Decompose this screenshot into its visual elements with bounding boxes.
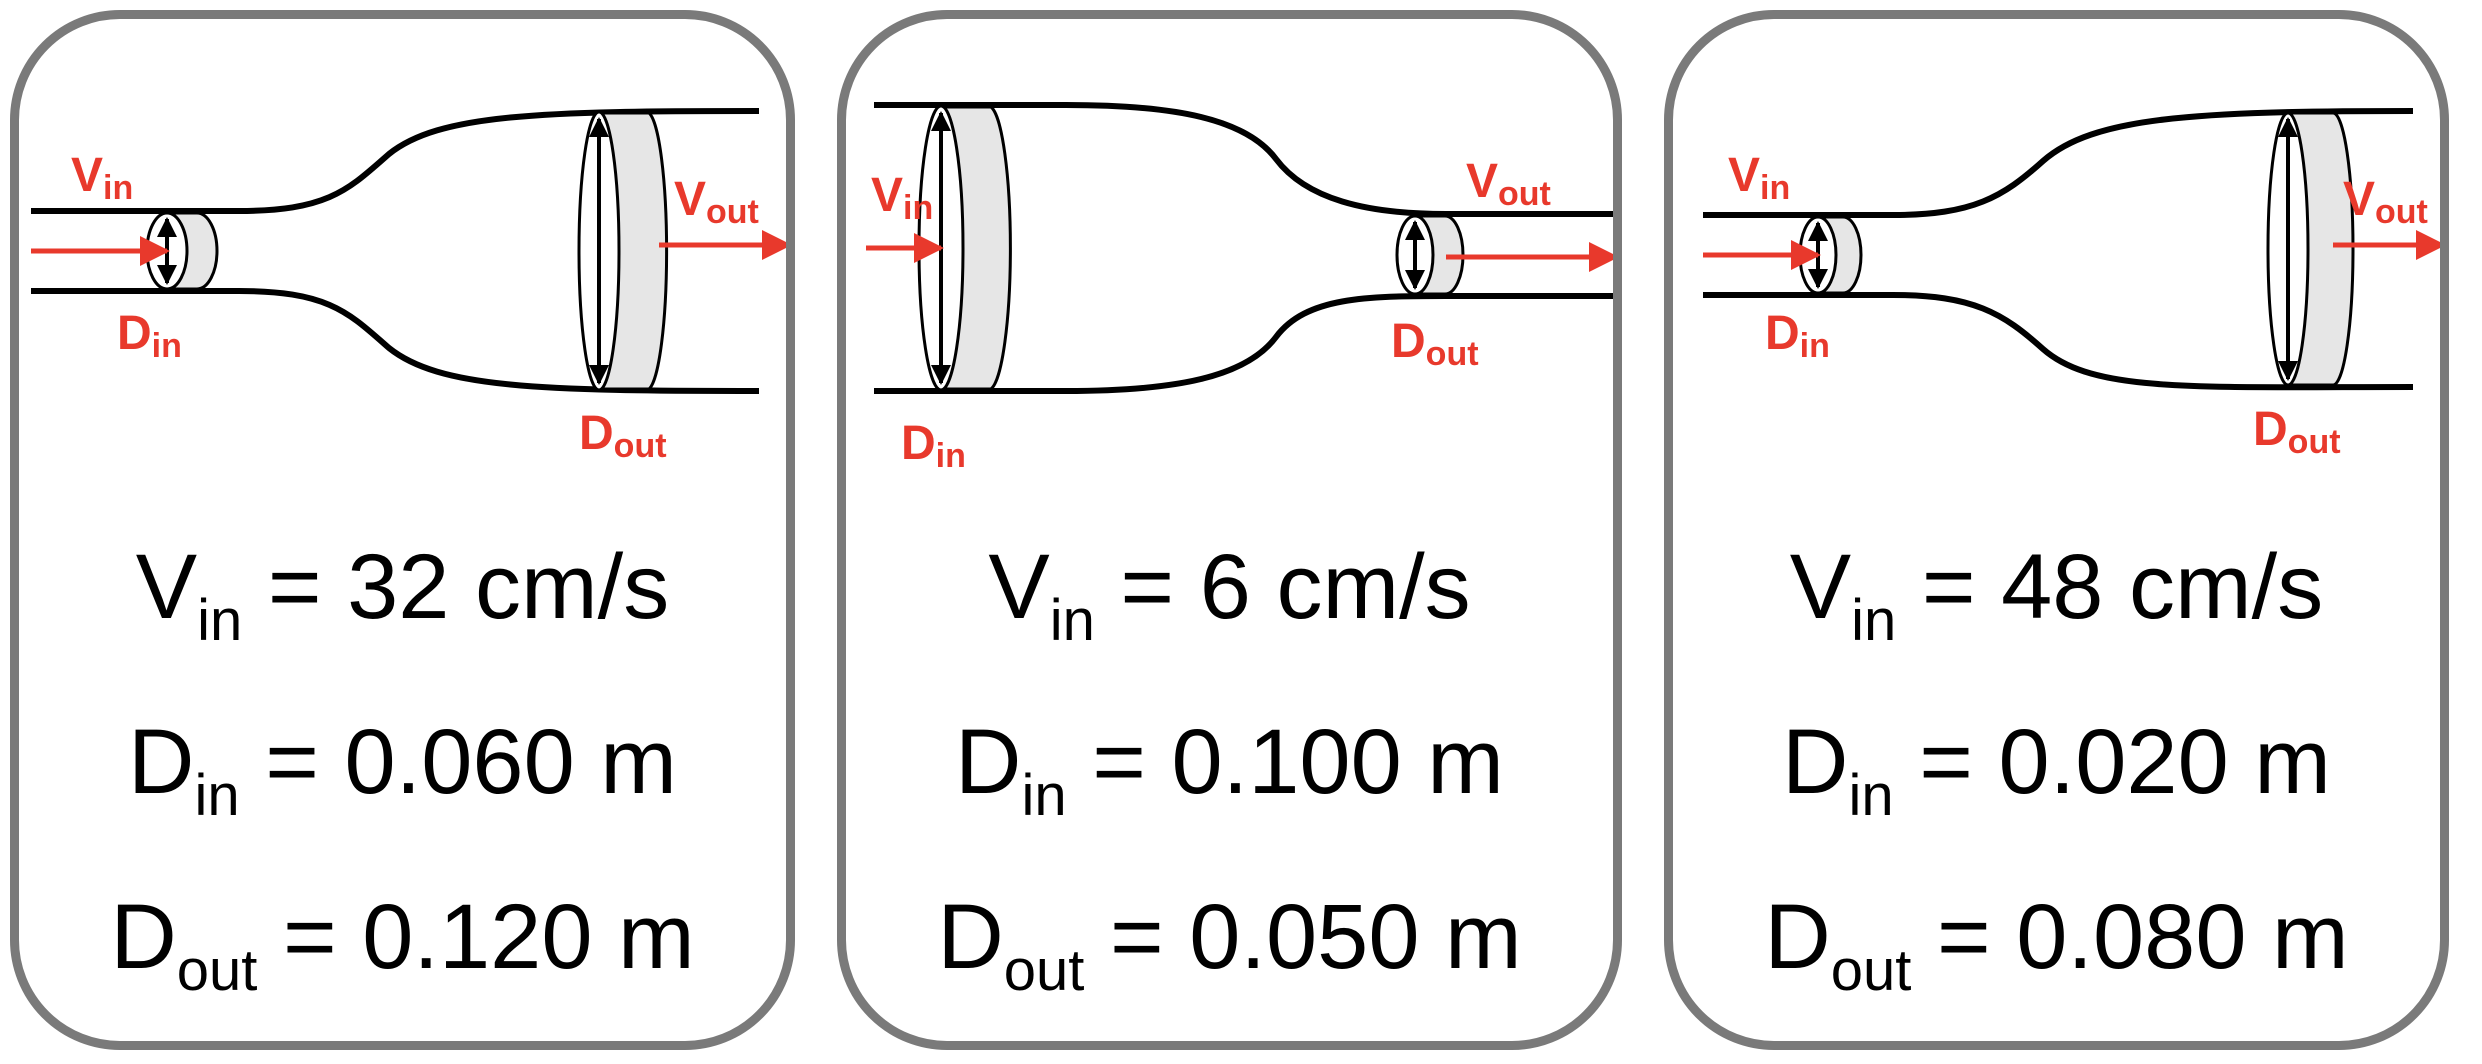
outlet-cross-section (577, 110, 669, 392)
v-out-label: Vout (674, 173, 759, 231)
v-out-label: Vout (2343, 173, 2428, 231)
d-out-equation: Dout = 0.080 m (1764, 886, 2349, 1003)
pipe-diagram: Vin Din Vout Dout (866, 102, 1613, 475)
panel-2: Vin Din Vout Dout Vin = 6 cm/s Din = 0.1… (837, 10, 1622, 1050)
pipe-diagram: Vin Din Vout Dout (31, 108, 786, 465)
d-out-label: Dout (579, 407, 667, 465)
d-out-equation: Dout = 0.050 m (937, 886, 1522, 1003)
v-in-equation: Vin = 32 cm/s (135, 536, 670, 653)
d-out-equation: Dout = 0.120 m (110, 886, 695, 1003)
d-out-label: Dout (2253, 403, 2341, 461)
panel-1: Vin Din Vout Dout Vin = 32 cm/s Din = 0.… (10, 10, 795, 1050)
inlet-cross-section (145, 211, 219, 291)
d-in-label: Din (901, 417, 966, 475)
outlet-cross-section (2266, 111, 2355, 387)
d-in-equation: Din = 0.100 m (955, 711, 1504, 828)
v-in-label: Vin (1728, 149, 1790, 207)
d-in-label: Din (117, 307, 182, 365)
v-out-label: Vout (1466, 155, 1551, 213)
v-in-label: Vin (871, 169, 933, 227)
v-in-label: Vin (71, 149, 133, 207)
v-in-equation: Vin = 48 cm/s (1789, 536, 2324, 653)
d-in-equation: Din = 0.060 m (128, 711, 677, 828)
panel-3: Vin Din Vout Dout Vin = 48 cm/s Din = 0.… (1664, 10, 2449, 1050)
d-in-label: Din (1765, 307, 1830, 365)
d-in-equation: Din = 0.020 m (1782, 711, 2331, 828)
pipe-outline (1703, 108, 2414, 391)
d-out-label: Dout (1391, 315, 1479, 373)
v-in-equation: Vin = 6 cm/s (988, 536, 1471, 653)
pipe-diagram: Vin Din Vout Dout (1703, 108, 2440, 461)
pipe-outline (874, 102, 1613, 394)
